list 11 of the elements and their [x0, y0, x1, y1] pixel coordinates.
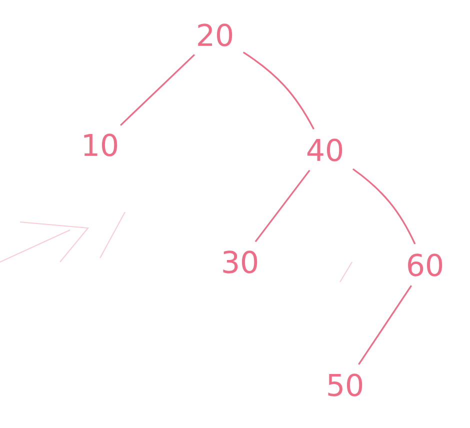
tree-edge — [254, 170, 310, 242]
node-value: 10 — [84, 134, 118, 156]
tree-edge — [358, 285, 412, 365]
tree-edge — [242, 52, 314, 130]
tree-edge — [352, 168, 416, 244]
node-value: 60 — [408, 254, 442, 276]
node-value: 30 — [223, 250, 258, 274]
node-value: 20 — [198, 24, 232, 46]
node-value: 50 — [328, 374, 362, 396]
node-value: 40 — [307, 138, 342, 162]
tree-edge — [120, 54, 195, 126]
